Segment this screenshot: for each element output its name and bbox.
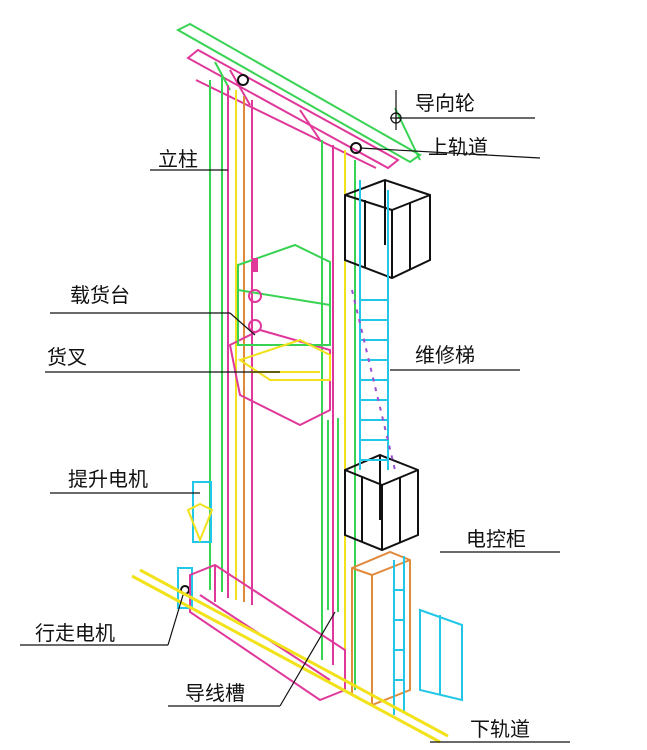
upper-rail-structure [175,22,422,170]
label-wire-trough: 导线槽 [185,681,245,705]
lower-cage [344,453,419,552]
label-travel-motor: 行走电机 [35,621,115,645]
label-maintenance-ladder: 维修梯 [415,343,475,367]
label-lower-rail: 下轨道 [470,717,530,741]
label-upper-rail: 上轨道 [428,135,488,159]
label-guide-wheel: 导向轮 [415,91,475,115]
lower-rail [131,568,449,744]
lift-motor [186,481,214,543]
label-lift-motor: 提升电机 [68,467,148,491]
control-cabinet [351,550,463,715]
leader-lines [20,90,570,743]
label-fork: 货叉 [47,345,87,369]
maintenance-ladder [351,180,396,471]
wire-trough [327,418,339,612]
label-control-cabinet: 电控柜 [466,527,526,551]
upper-cage [344,178,431,280]
left-column [209,76,253,605]
cargo-platform [228,243,331,427]
label-column: 立柱 [158,147,198,171]
label-cargo-platform: 载货台 [70,283,130,307]
